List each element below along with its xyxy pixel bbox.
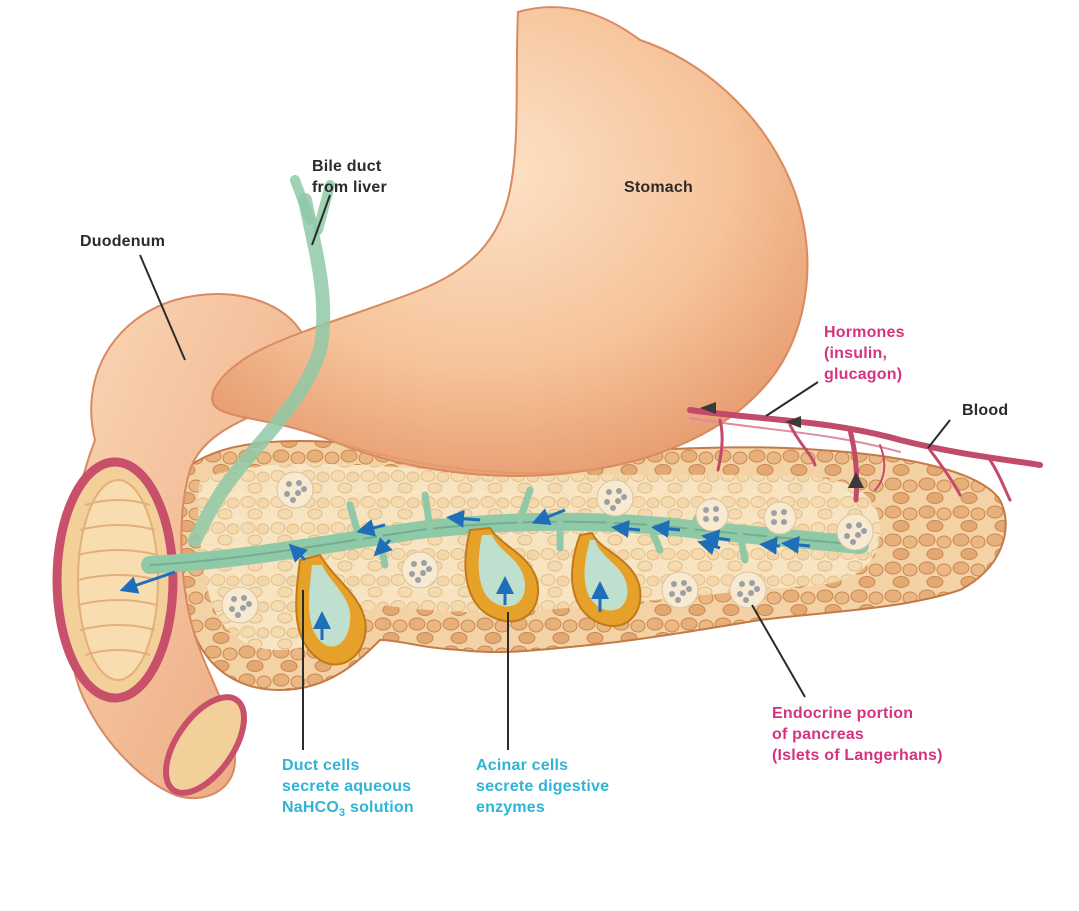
label-duct-cells-solution: solution (345, 799, 414, 816)
label-endocrine-line2: of pancreas (772, 726, 865, 743)
label-blood: Blood (962, 402, 1009, 419)
stomach (211, 6, 809, 477)
label-hormones-line2: (insulin, (824, 345, 888, 362)
label-hormones: Hormones (insulin, glucagon) (824, 322, 905, 385)
label-acinar-line3: enzymes (476, 799, 545, 816)
label-duodenum: Duodenum (80, 233, 166, 250)
hormone-arrows (700, 402, 864, 488)
label-hormones-line1: Hormones (824, 324, 905, 341)
label-endocrine-line1: Endocrine portion (772, 705, 914, 722)
leader-lines (139, 194, 951, 750)
label-stomach: Stomach (624, 179, 693, 196)
label-bile-duct-line1: Bile duct (312, 158, 382, 175)
label-duct-cells-formula: NaHCO (282, 799, 340, 816)
label-duct-cells: Duct cells secrete aqueous NaHCO3 soluti… (282, 755, 414, 820)
flow-arrows (119, 508, 811, 640)
label-hormones-line3: glucagon) (824, 366, 903, 383)
bile-duct (188, 193, 331, 547)
blood-vessels (687, 407, 1043, 503)
label-duct-cells-line2: secrete aqueous (282, 778, 412, 795)
duodenum-folds (77, 499, 159, 656)
label-bile-duct: Bile duct from liver (312, 156, 387, 198)
label-acinar-line1: Acinar cells (476, 757, 569, 774)
label-endocrine-line3: (Islets of Langerhans) (772, 747, 943, 764)
label-acinar-line2: secrete digestive (476, 778, 610, 795)
label-duct-cells-subscript: 3 (339, 807, 346, 819)
label-bile-duct-line2: from liver (312, 179, 387, 196)
duodenum-lower-opening (162, 694, 248, 796)
islets (221, 471, 874, 624)
label-duct-cells-line1: Duct cells (282, 757, 360, 774)
label-duct-cells-line3: NaHCO3 solution (282, 797, 414, 820)
label-endocrine: Endocrine portion of pancreas (Islets of… (772, 703, 943, 766)
label-acinar: Acinar cells secrete digestive enzymes (476, 755, 609, 818)
